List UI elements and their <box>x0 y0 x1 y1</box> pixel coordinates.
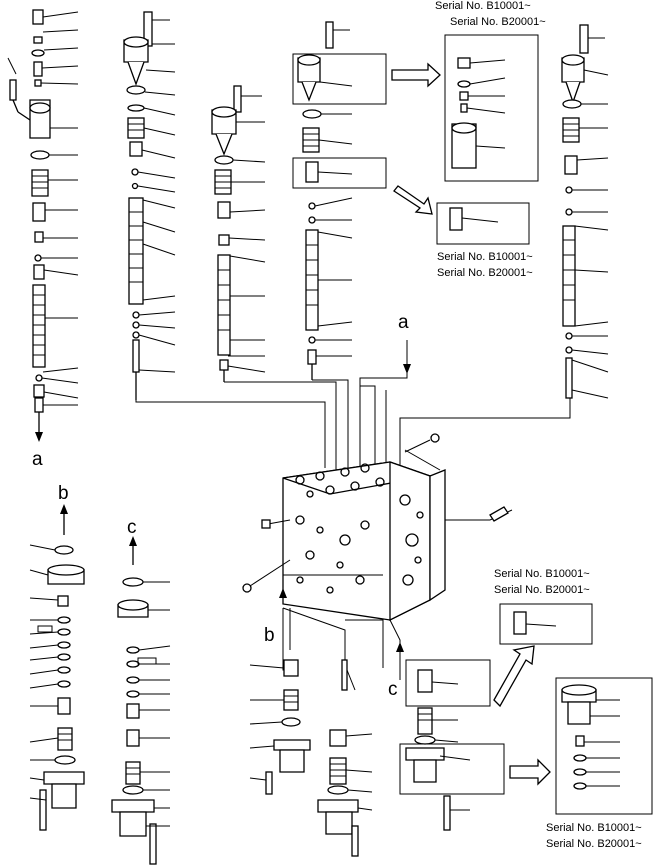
serial-label: Serial No. B10001~ <box>546 822 642 834</box>
serial-label: Serial No. B10001~ <box>435 0 531 12</box>
column-2-spool-assembly <box>123 11 176 400</box>
serial-box-upper <box>444 34 539 182</box>
column-5-spool-assembly <box>561 24 609 399</box>
column-1-spool-assembly <box>7 9 79 442</box>
serial-box-middle <box>436 202 530 245</box>
routing-lines <box>135 340 571 480</box>
serial-label: Serial No. B20001~ <box>546 838 642 850</box>
serial-label: Serial No. B20001~ <box>437 267 533 279</box>
ref-letter-a: a <box>32 449 43 470</box>
serial-label: Serial No. B20001~ <box>494 584 590 596</box>
main-valve-block <box>242 433 513 622</box>
column-3-spool-assembly <box>211 85 266 382</box>
ref-letter-b: b <box>264 625 275 646</box>
ref-letter-c: c <box>388 679 398 700</box>
lower-center-assembly-left <box>249 659 311 795</box>
serial-box-bottom-right <box>555 677 653 815</box>
serial-label: Serial No. B10001~ <box>437 251 533 263</box>
lower-left-assembly-c <box>111 536 171 865</box>
ref-letter-a: a <box>398 312 409 333</box>
lower-left-assembly-b <box>29 504 85 831</box>
serial-label: Serial No. B20001~ <box>450 16 546 28</box>
ref-letter-c: c <box>127 517 137 538</box>
serial-label: Serial No. B10001~ <box>494 568 590 580</box>
column-4-spool-assembly <box>292 21 441 380</box>
serial-box-center-right <box>499 603 593 645</box>
lower-center-assembly-right <box>399 645 551 831</box>
lower-center-assembly-mid <box>317 659 373 857</box>
ref-letter-b: b <box>58 483 69 504</box>
